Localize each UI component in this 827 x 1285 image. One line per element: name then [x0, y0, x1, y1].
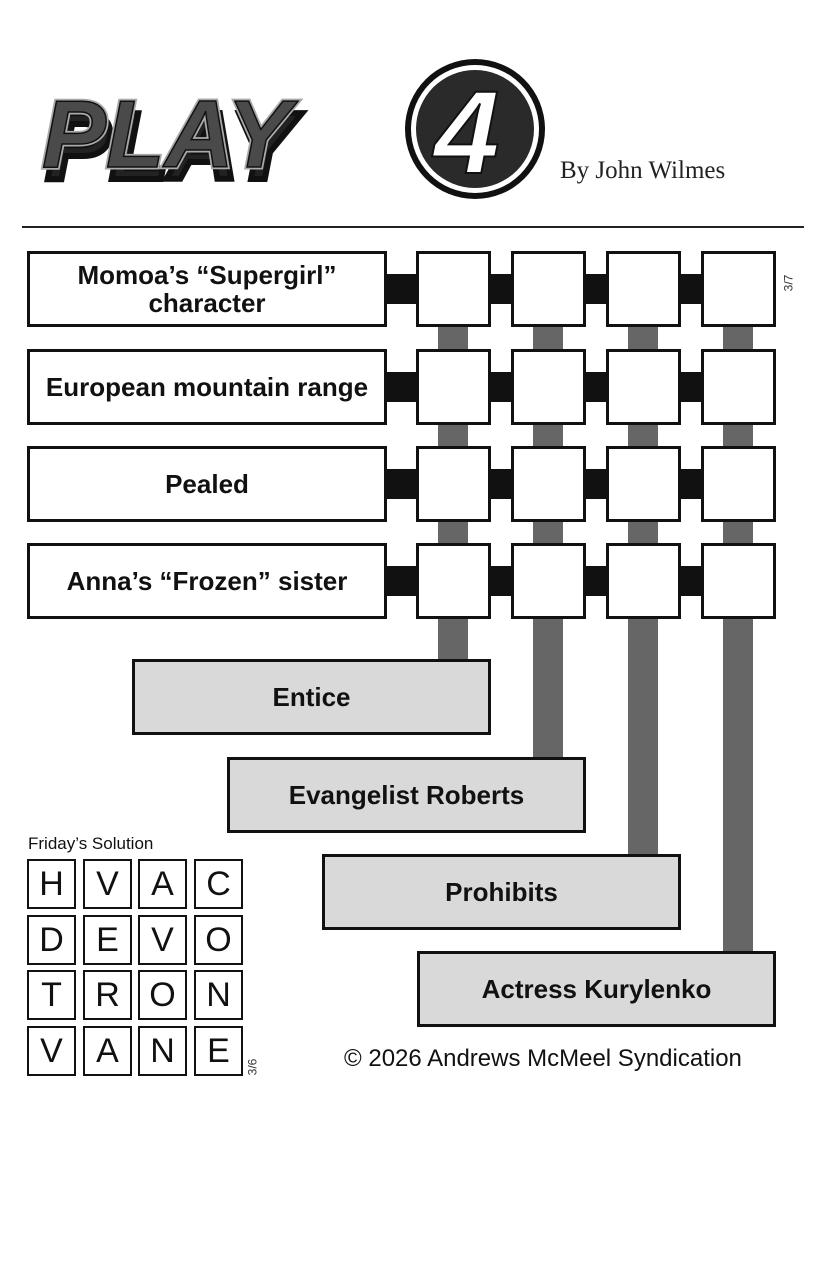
- row-connector: [385, 274, 418, 304]
- copyright: © 2026 Andrews McMeel Syndication: [344, 1045, 742, 1072]
- row-connector: [489, 274, 513, 304]
- row-connector: [385, 566, 418, 596]
- answer-square[interactable]: [511, 349, 586, 425]
- solution-letter: A: [83, 1026, 132, 1076]
- solution-letter: O: [138, 970, 187, 1020]
- solution-letter: C: [194, 859, 243, 909]
- column-clue: Entice: [132, 659, 491, 735]
- solution-letter: D: [27, 915, 76, 965]
- row-connector: [679, 274, 703, 304]
- row-connector: [679, 469, 703, 499]
- solution-letter: E: [83, 915, 132, 965]
- answer-square[interactable]: [416, 543, 491, 619]
- answer-square[interactable]: [701, 543, 776, 619]
- solution-date: 3/6: [245, 1058, 260, 1076]
- answer-square[interactable]: [416, 446, 491, 522]
- header-divider: [22, 226, 804, 228]
- answer-square[interactable]: [606, 251, 681, 327]
- solution-letter: N: [138, 1026, 187, 1076]
- answer-square[interactable]: [606, 543, 681, 619]
- row-connector: [584, 274, 608, 304]
- row-connector: [679, 372, 703, 402]
- solution-letter: R: [83, 970, 132, 1020]
- answer-square[interactable]: [606, 349, 681, 425]
- answer-square[interactable]: [701, 446, 776, 522]
- row-connector: [385, 372, 418, 402]
- solution-letter: E: [194, 1026, 243, 1076]
- svg-text:PLAY: PLAY: [46, 93, 303, 200]
- answer-square[interactable]: [511, 543, 586, 619]
- column-clue: Actress Kurylenko: [417, 951, 776, 1027]
- row-connector: [489, 372, 513, 402]
- solution-letter: V: [138, 915, 187, 965]
- answer-square[interactable]: [701, 251, 776, 327]
- row-clue: Momoa’s “Supergirl” character: [27, 251, 387, 327]
- play4-logo: PLAY PLAY PLAY 4: [40, 59, 545, 203]
- byline: By John Wilmes: [560, 157, 726, 184]
- svg-text:4: 4: [432, 67, 500, 199]
- row-connector: [584, 372, 608, 402]
- answer-square[interactable]: [511, 251, 586, 327]
- svg-text:PLAY: PLAY: [42, 81, 299, 188]
- solution-letter: A: [138, 859, 187, 909]
- column-connector-bar: [723, 321, 753, 953]
- answer-square[interactable]: [606, 446, 681, 522]
- svg-text:PLAY: PLAY: [42, 81, 299, 188]
- row-clue: Pealed: [27, 446, 387, 522]
- answer-square[interactable]: [416, 349, 491, 425]
- row-connector: [489, 566, 513, 596]
- answer-square[interactable]: [701, 349, 776, 425]
- row-clue: Anna’s “Frozen” sister: [27, 543, 387, 619]
- solution-letter: O: [194, 915, 243, 965]
- row-connector: [584, 566, 608, 596]
- column-clue: Evangelist Roberts: [227, 757, 586, 833]
- solution-letter: V: [27, 1026, 76, 1076]
- solution-letter: T: [27, 970, 76, 1020]
- row-clue: European mountain range: [27, 349, 387, 425]
- row-connector: [385, 469, 418, 499]
- solution-letter: N: [194, 970, 243, 1020]
- answer-square[interactable]: [511, 446, 586, 522]
- puzzle-date: 3/7: [781, 274, 796, 292]
- solution-letter: H: [27, 859, 76, 909]
- solution-letter: V: [83, 859, 132, 909]
- row-connector: [679, 566, 703, 596]
- row-connector: [584, 469, 608, 499]
- solution-label: Friday’s Solution: [28, 834, 154, 853]
- column-clue: Prohibits: [322, 854, 681, 930]
- answer-square[interactable]: [416, 251, 491, 327]
- row-connector: [489, 469, 513, 499]
